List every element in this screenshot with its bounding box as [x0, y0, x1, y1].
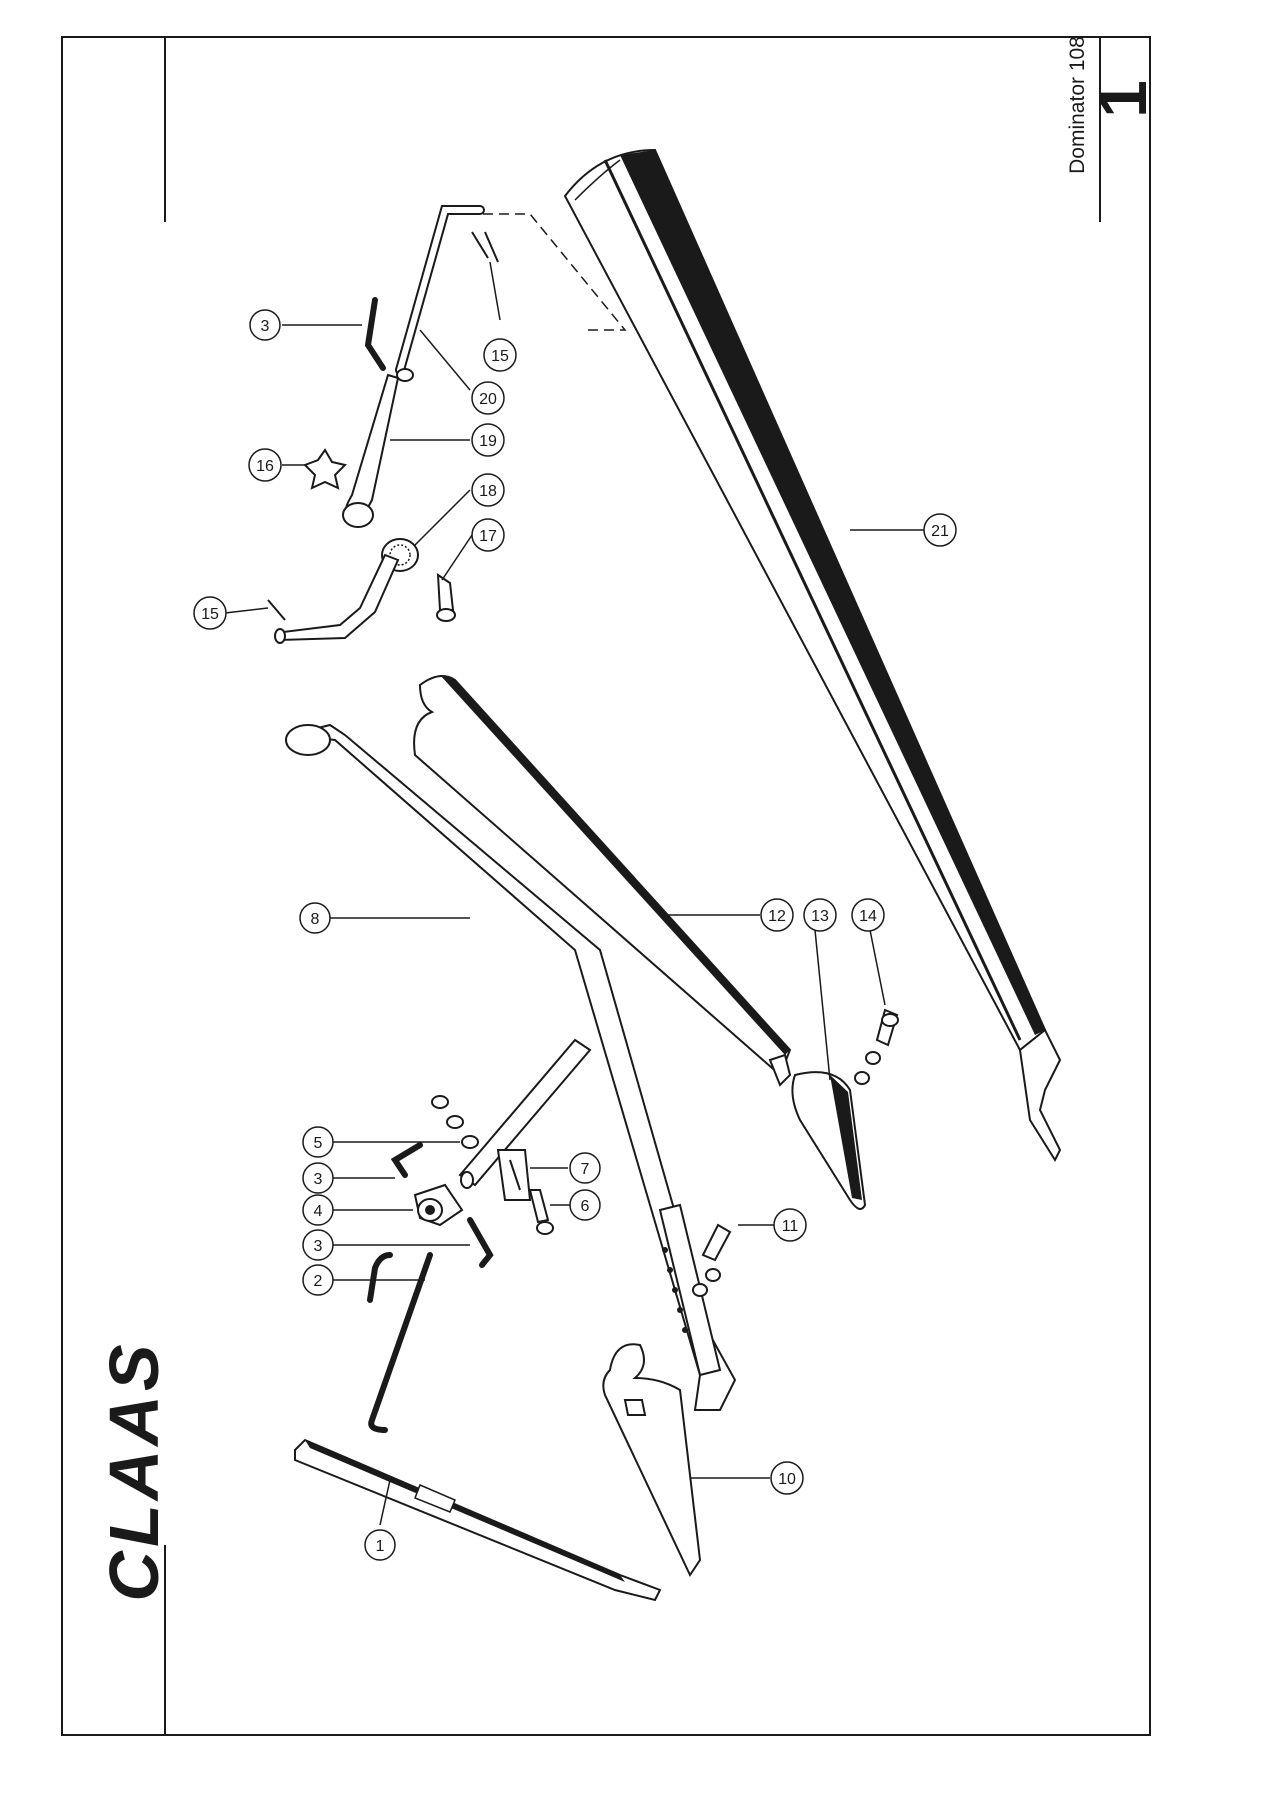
callout-15-left-label: 15 — [201, 606, 219, 623]
callout-18: 18 — [471, 473, 505, 507]
callout-18-label: 18 — [479, 483, 497, 500]
page-frame — [61, 36, 1151, 1736]
callout-10-label: 10 — [778, 1471, 796, 1488]
callout-2: 2 — [302, 1264, 334, 1296]
callout-3-lower-label: 3 — [314, 1238, 323, 1255]
part-lower-arm — [274, 553, 400, 644]
part-19-arm — [342, 368, 470, 528]
part-2-long-rod — [333, 1252, 433, 1433]
callout-3-top-label: 3 — [261, 318, 270, 335]
callout-19-label: 19 — [479, 433, 497, 450]
callout-20: 20 — [471, 381, 505, 415]
callout-13: 13 — [803, 898, 837, 932]
part-8-support-arm — [285, 723, 737, 1411]
part-3-l-pin-lower — [333, 1217, 494, 1268]
callout-17-label: 17 — [479, 528, 497, 545]
callout-14-label: 14 — [859, 908, 877, 925]
callout-3-middle-label: 3 — [314, 1171, 323, 1188]
brand-logo: CLAAS — [95, 1340, 173, 1602]
dashed-connector — [483, 213, 627, 331]
part-15-split-pin-left — [224, 599, 286, 621]
part-15-split-pins-top — [471, 231, 501, 321]
callout-7-label: 7 — [581, 1161, 590, 1178]
callout-5: 5 — [302, 1126, 334, 1158]
callout-8-label: 8 — [311, 911, 320, 928]
part-20-bent-rod — [395, 205, 485, 391]
callout-4: 4 — [302, 1194, 334, 1226]
part-11-bolt-set — [692, 1223, 775, 1297]
part-1-channel-guide — [294, 1438, 662, 1602]
part-3-l-pin-middle — [333, 1142, 423, 1179]
part-10-crop-lifter — [602, 1343, 770, 1578]
callout-17: 17 — [471, 518, 505, 552]
callout-12-label: 12 — [768, 908, 786, 925]
callout-6: 6 — [569, 1189, 601, 1221]
callout-21-label: 21 — [931, 523, 949, 540]
callout-16: 16 — [248, 448, 282, 482]
callout-2-label: 2 — [314, 1273, 323, 1290]
callout-8: 8 — [299, 902, 331, 934]
callout-3-middle: 3 — [302, 1162, 334, 1194]
callout-11: 11 — [773, 1208, 807, 1242]
callout-20-label: 20 — [479, 391, 497, 408]
callout-19: 19 — [471, 423, 505, 457]
page-number: 1 — [1085, 80, 1161, 118]
part-17-bolt — [436, 534, 473, 622]
callout-15-top: 15 — [483, 338, 517, 372]
callout-3-lower: 3 — [302, 1229, 334, 1261]
part-cross-tube — [458, 1038, 592, 1189]
callout-3-top: 3 — [249, 309, 281, 341]
callout-13-label: 13 — [811, 908, 829, 925]
callout-11-label: 11 — [782, 1218, 799, 1235]
part-3-l-pin-top — [282, 297, 386, 371]
part-16-star-knob — [282, 448, 347, 490]
callout-12: 12 — [760, 898, 794, 932]
callout-7: 7 — [569, 1152, 601, 1184]
part-4-clamp-block — [333, 1183, 464, 1227]
callout-6-label: 6 — [581, 1198, 590, 1215]
callout-1: 1 — [364, 1529, 396, 1561]
callout-10: 10 — [770, 1461, 804, 1495]
part-7-plate — [496, 1149, 568, 1201]
part-12-divider — [413, 675, 792, 1087]
callout-15-left: 15 — [193, 596, 227, 630]
callout-5-label: 5 — [314, 1135, 323, 1152]
callout-4-label: 4 — [314, 1203, 323, 1220]
part-5-nut-washer — [333, 1095, 479, 1149]
part-6-bolt — [528, 1189, 570, 1235]
part-21-long-divider — [563, 148, 1062, 1163]
callout-15-top-label: 15 — [491, 348, 509, 365]
callout-21: 21 — [923, 513, 957, 547]
callout-1-label: 1 — [376, 1538, 385, 1555]
callout-16-label: 16 — [256, 458, 274, 475]
part-13-nose-piece — [791, 929, 867, 1210]
part-14-bolt-set — [854, 929, 899, 1085]
callout-14: 14 — [851, 898, 885, 932]
